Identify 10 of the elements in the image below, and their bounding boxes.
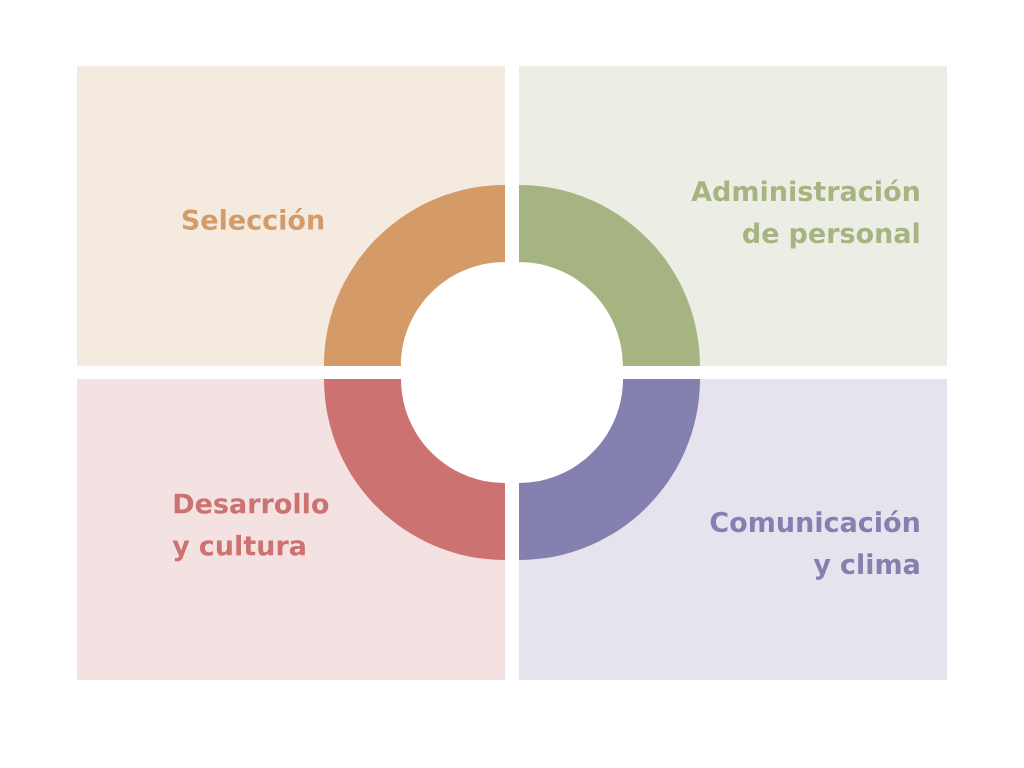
panel: [77, 379, 505, 680]
panel-title: Comunicación y clima: [710, 510, 919, 580]
panel-title: Selección: [182, 208, 324, 230]
panel: [519, 379, 947, 680]
panel: [519, 66, 947, 366]
panel-title: Desarrollo y cultura: [172, 492, 329, 562]
panel-title: Administración de personal: [691, 179, 919, 249]
ring-segment: [519, 379, 700, 560]
panel: [77, 66, 505, 366]
ring-segment: [324, 185, 505, 366]
